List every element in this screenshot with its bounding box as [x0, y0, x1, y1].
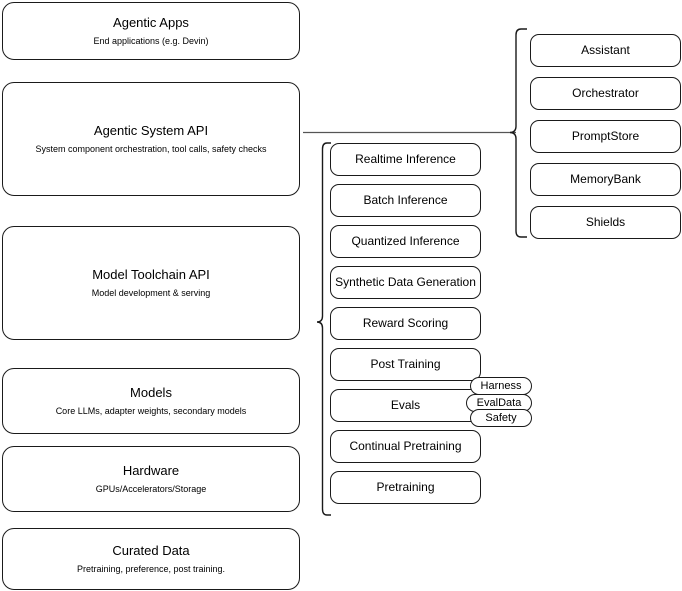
toolchain-label: Continual Pretraining: [349, 439, 462, 453]
layer-title: Hardware: [122, 463, 180, 479]
toolchain-box-synthetic-data-generation[interactable]: Synthetic Data Generation: [330, 266, 481, 299]
layer-box-models[interactable]: Models Core LLMs, adapter weights, secon…: [2, 368, 300, 434]
system-box-shields[interactable]: Shields: [530, 206, 681, 239]
toolchain-label: Pretraining: [376, 480, 435, 494]
brace-system-components: [509, 28, 527, 238]
layer-box-agentic-system-api[interactable]: Agentic System API System component orch…: [2, 82, 300, 196]
toolchain-box-post-training[interactable]: Post Training: [330, 348, 481, 381]
layer-title: Agentic Apps: [113, 15, 189, 31]
toolchain-label: Synthetic Data Generation: [335, 275, 476, 289]
layer-title: Model Toolchain API: [92, 267, 210, 283]
layer-box-curated-data[interactable]: Curated Data Pretraining, preference, po…: [2, 528, 300, 590]
toolchain-box-pretraining[interactable]: Pretraining: [330, 471, 481, 504]
layer-box-model-toolchain-api[interactable]: Model Toolchain API Model development & …: [2, 226, 300, 340]
toolchain-label: Post Training: [370, 357, 441, 371]
brace-toolchain-components: [316, 142, 331, 516]
toolchain-box-batch-inference[interactable]: Batch Inference: [330, 184, 481, 217]
toolchain-box-realtime-inference[interactable]: Realtime Inference: [330, 143, 481, 176]
system-label: Assistant: [581, 43, 630, 57]
system-label: MemoryBank: [570, 172, 641, 186]
eval-tag-label: Safety: [485, 412, 517, 424]
toolchain-label: Quantized Inference: [351, 234, 460, 248]
toolchain-label: Evals: [390, 398, 421, 412]
system-label: Orchestrator: [572, 86, 639, 100]
layer-box-hardware[interactable]: Hardware GPUs/Accelerators/Storage: [2, 446, 300, 512]
toolchain-label: Realtime Inference: [355, 152, 456, 166]
layer-title: Curated Data: [112, 543, 190, 559]
system-label: PromptStore: [571, 129, 640, 143]
layer-subtitle: Model development & serving: [91, 287, 211, 298]
eval-tag-safety[interactable]: Safety: [470, 409, 532, 427]
system-box-memorybank[interactable]: MemoryBank: [530, 163, 681, 196]
eval-tag-label: Harness: [480, 380, 522, 392]
toolchain-box-evals[interactable]: Evals: [330, 389, 481, 422]
toolchain-box-quantized-inference[interactable]: Quantized Inference: [330, 225, 481, 258]
layer-subtitle: End applications (e.g. Devin): [93, 35, 209, 46]
layer-box-agentic-apps[interactable]: Agentic Apps End applications (e.g. Devi…: [2, 2, 300, 60]
toolchain-box-continual-pretraining[interactable]: Continual Pretraining: [330, 430, 481, 463]
toolchain-box-reward-scoring[interactable]: Reward Scoring: [330, 307, 481, 340]
system-label: Shields: [585, 215, 626, 229]
eval-tag-harness[interactable]: Harness: [470, 377, 532, 395]
layer-title: Models: [130, 385, 172, 401]
layer-subtitle: Pretraining, preference, post training.: [76, 563, 226, 574]
layer-subtitle: System component orchestration, tool cal…: [35, 143, 267, 154]
system-box-promptstore[interactable]: PromptStore: [530, 120, 681, 153]
system-box-orchestrator[interactable]: Orchestrator: [530, 77, 681, 110]
layer-subtitle: Core LLMs, adapter weights, secondary mo…: [55, 405, 247, 416]
layer-subtitle: GPUs/Accelerators/Storage: [95, 483, 207, 494]
toolchain-label: Batch Inference: [363, 193, 448, 207]
system-box-assistant[interactable]: Assistant: [530, 34, 681, 67]
toolchain-label: Reward Scoring: [362, 316, 449, 330]
eval-tag-label: EvalData: [476, 397, 522, 409]
layer-title: Agentic System API: [93, 123, 209, 139]
